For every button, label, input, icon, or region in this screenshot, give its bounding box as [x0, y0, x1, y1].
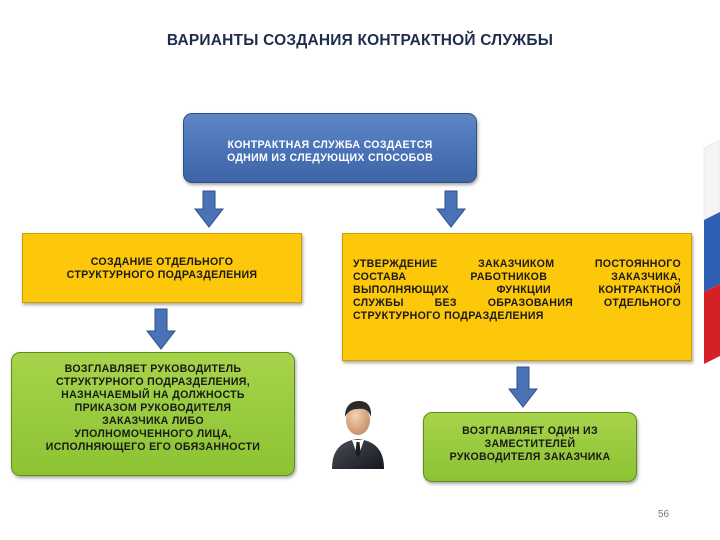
unit-head-result-text: ВОЗГЛАВЛЯЕТ РУКОВОДИТЕЛЬ СТРУКТУРНОГО ПО… — [45, 363, 261, 453]
down-arrow-icon — [436, 190, 466, 228]
down-arrow-icon — [146, 308, 176, 350]
separate-unit-option-text: СОЗДАНИЕ ОТДЕЛЬНОГО СТРУКТУРНОГО ПОДРАЗД… — [66, 256, 258, 281]
unit-head-result-box: ВОЗГЛАВЛЯЕТ РУКОВОДИТЕЛЬ СТРУКТУРНОГО ПО… — [11, 352, 295, 476]
staff-approval-line: СЛУЖБЫ БЕЗ ОБРАЗОВАНИЯ ОТДЕЛЬНОГО — [353, 297, 681, 309]
page-number: 56 — [658, 509, 670, 520]
staff-approval-line: УТВЕРЖДЕНИЕ ЗАКАЗЧИКОМ ПОСТОЯННОГО — [353, 258, 681, 270]
down-arrow-icon — [194, 190, 224, 228]
down-arrow-icon — [508, 366, 538, 408]
businessman-icon — [332, 401, 384, 469]
staff-approval-line: ВЫПОЛНЯЮЩИХ ФУНКЦИИ КОНТРАКТНОЙ — [353, 284, 681, 296]
deputy-head-result-box: ВОЗГЛАВЛЯЕТ ОДИН ИЗ ЗАМЕСТИТЕЛЕЙ РУКОВОД… — [423, 412, 637, 482]
staff-approval-option-box: УТВЕРЖДЕНИЕ ЗАКАЗЧИКОМ ПОСТОЯННОГО СОСТА… — [342, 233, 692, 361]
staff-approval-line: СОСТАВА РАБОТНИКОВ ЗАКАЗЧИКА, — [353, 271, 681, 283]
separate-unit-option-box: СОЗДАНИЕ ОТДЕЛЬНОГО СТРУКТУРНОГО ПОДРАЗД… — [22, 233, 302, 303]
contract-service-methods-box: КОНТРАКТНАЯ СЛУЖБА СОЗДАЕТСЯ ОДНИМ ИЗ СЛ… — [183, 113, 477, 183]
slide-title: ВАРИАНТЫ СОЗДАНИЯ КОНТРАКТНОЙ СЛУЖБЫ — [166, 32, 554, 49]
contract-service-methods-text: КОНТРАКТНАЯ СЛУЖБА СОЗДАЕТСЯ ОДНИМ ИЗ СЛ… — [226, 139, 434, 164]
staff-approval-line: СТРУКТУРНОГО ПОДРАЗДЕЛЕНИЯ — [353, 310, 544, 322]
russian-flag-icon — [703, 140, 720, 364]
deputy-head-result-text: ВОЗГЛАВЛЯЕТ ОДИН ИЗ ЗАМЕСТИТЕЛЕЙ РУКОВОД… — [449, 425, 611, 463]
